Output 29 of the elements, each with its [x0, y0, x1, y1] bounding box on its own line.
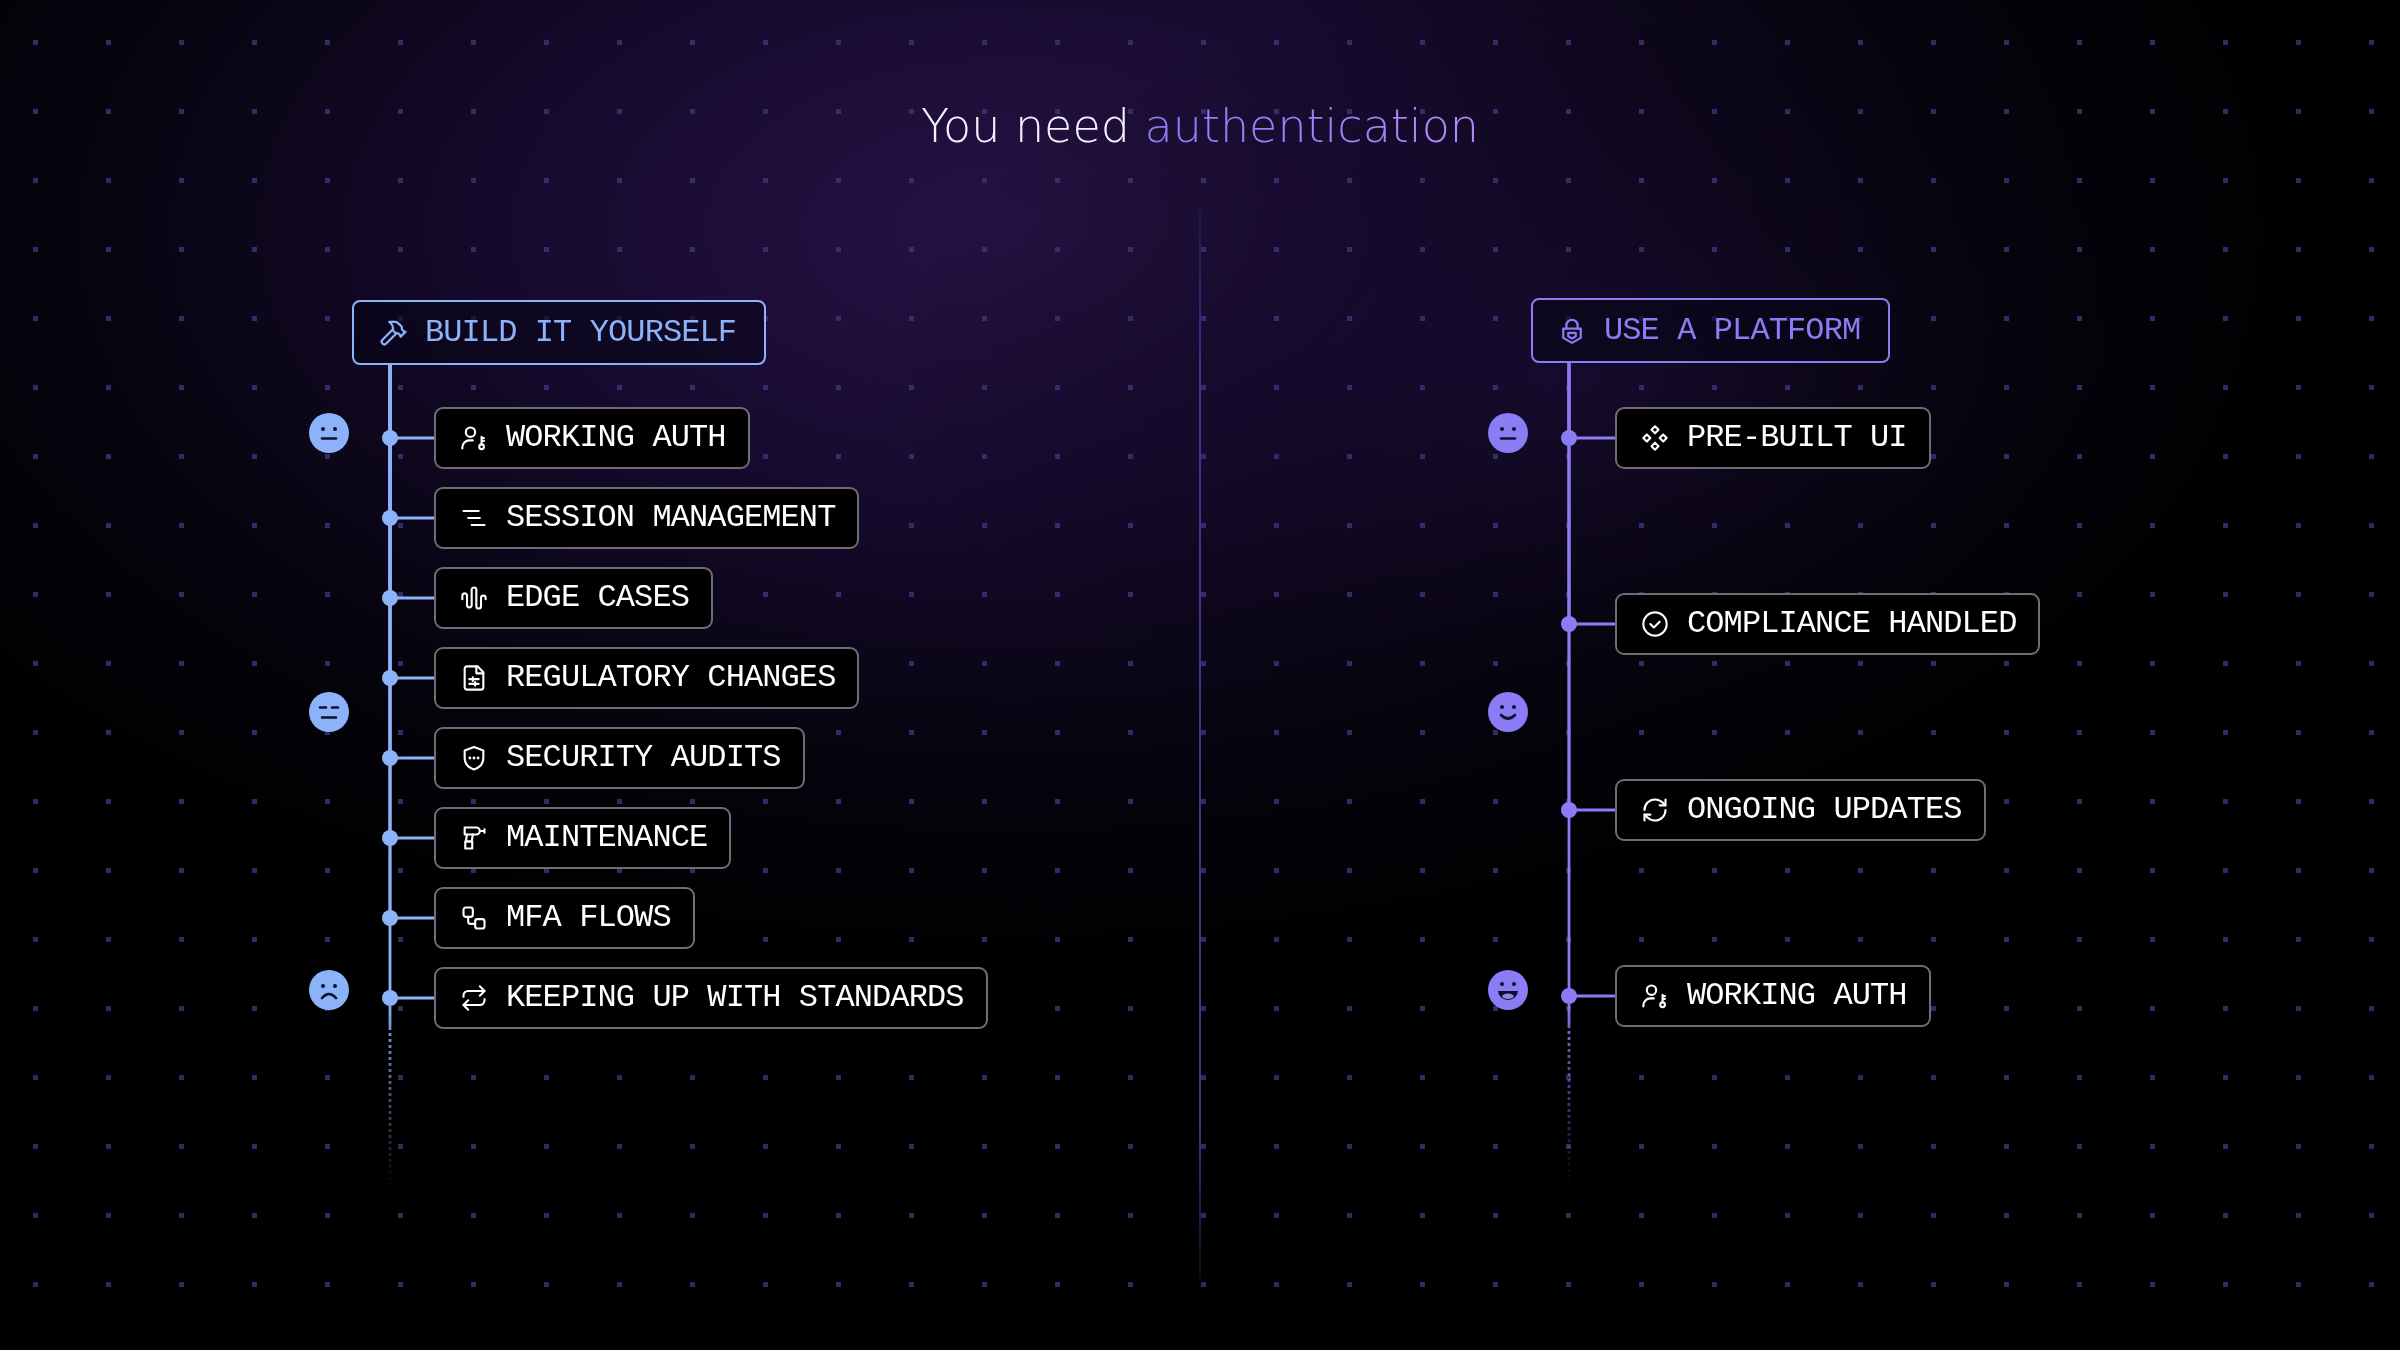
feature-tag	[434, 887, 695, 949]
item-label: REGULATORY CHANGES	[506, 660, 836, 696]
feature-tag	[434, 807, 732, 869]
item-label: ONGOING UPDATES	[1687, 792, 1962, 828]
feature-tag	[1615, 593, 2041, 655]
feature-tag	[434, 727, 805, 789]
column-header	[1531, 298, 1891, 363]
item-label: SESSION MANAGEMENT	[506, 500, 836, 536]
feature-tag	[434, 967, 988, 1029]
item-label: COMPLIANCE HANDLED	[1687, 606, 2017, 642]
feature-tag	[434, 567, 714, 629]
feature-tag	[1615, 965, 1931, 1027]
item-label: SECURITY AUDITS	[506, 740, 781, 776]
item-label: KEEPING UP WITH STANDARDS	[506, 980, 964, 1016]
header-label: BUILD IT YOURSELF	[425, 314, 737, 351]
feature-tag	[1615, 779, 1986, 841]
item-label: MFA FLOWS	[506, 900, 671, 936]
item-label: WORKING AUTH	[506, 420, 726, 456]
feature-tag	[434, 647, 860, 709]
feature-tag	[434, 407, 750, 469]
item-label: WORKING AUTH	[1687, 978, 1907, 1014]
item-label: EDGE CASES	[506, 580, 690, 616]
column-header	[352, 300, 767, 365]
item-label: MAINTENANCE	[506, 820, 708, 856]
item-label: PRE-BUILT UI	[1687, 420, 1907, 456]
connector-line	[1567, 363, 1615, 998]
header-label: USE A PLATFORM	[1604, 312, 1861, 349]
feature-tag	[434, 487, 860, 549]
feature-tag	[1615, 407, 1931, 469]
